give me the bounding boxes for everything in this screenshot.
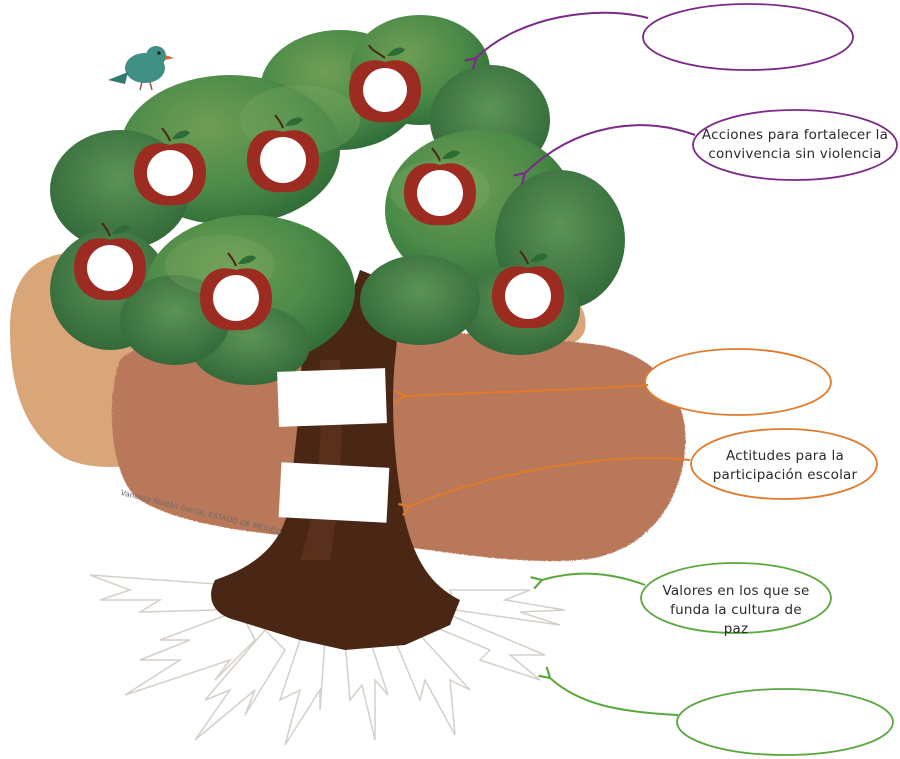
bird-head — [146, 46, 166, 66]
callouts — [640, 3, 898, 756]
callout-orange-mid[interactable] — [690, 428, 878, 500]
apple-blank[interactable] — [492, 250, 564, 329]
root-left-2 — [124, 609, 256, 696]
bird-beak — [165, 55, 174, 60]
root-mid-1 — [278, 639, 326, 746]
leaf-cluster — [360, 255, 480, 345]
apples — [74, 44, 564, 331]
apple-blank[interactable] — [349, 44, 421, 123]
apple-blank[interactable] — [247, 114, 319, 193]
root-left-3 — [194, 628, 286, 741]
root-right-3 — [449, 589, 566, 626]
apple-blank[interactable] — [200, 252, 272, 331]
bird-legs — [139, 81, 153, 91]
trunk-label-bottom[interactable] — [278, 462, 390, 523]
arrow-orange-top — [405, 384, 649, 396]
bird-tail — [108, 72, 128, 84]
apple-blank[interactable] — [404, 147, 476, 226]
arrows — [405, 11, 696, 716]
arrow-purple-mid — [525, 124, 696, 173]
callout-green-top[interactable] — [640, 562, 832, 634]
apple-blank[interactable] — [134, 127, 206, 206]
callout-green-bottom[interactable] — [676, 688, 894, 756]
bird — [108, 46, 174, 91]
roots — [89, 574, 566, 746]
callout-green-top-text: Valores en los que se funda la cultura d… — [662, 583, 810, 637]
apple-blank[interactable] — [74, 222, 146, 301]
callout-orange-top[interactable] — [644, 348, 832, 416]
bird-eye — [157, 51, 161, 55]
trunk-label-top[interactable] — [277, 368, 387, 427]
arrow-green-top — [542, 572, 646, 585]
root-right-1 — [393, 634, 471, 736]
arrow-orange-mid — [410, 457, 691, 506]
callout-purple-mid-text: Acciones para fortalecer la convivencia … — [701, 127, 889, 162]
callout-orange-mid-text: Actitudes para la participación escolar — [712, 448, 858, 483]
soil-dark-blob — [111, 330, 686, 562]
root-left-1 — [89, 574, 232, 613]
root-mid-2 — [344, 639, 389, 741]
root-right-2 — [428, 614, 546, 681]
callout-purple-top[interactable] — [642, 3, 854, 71]
callout-purple-mid[interactable] — [692, 109, 898, 181]
arrow-purple-top — [476, 11, 649, 58]
arrow-green-bottom — [550, 678, 679, 716]
